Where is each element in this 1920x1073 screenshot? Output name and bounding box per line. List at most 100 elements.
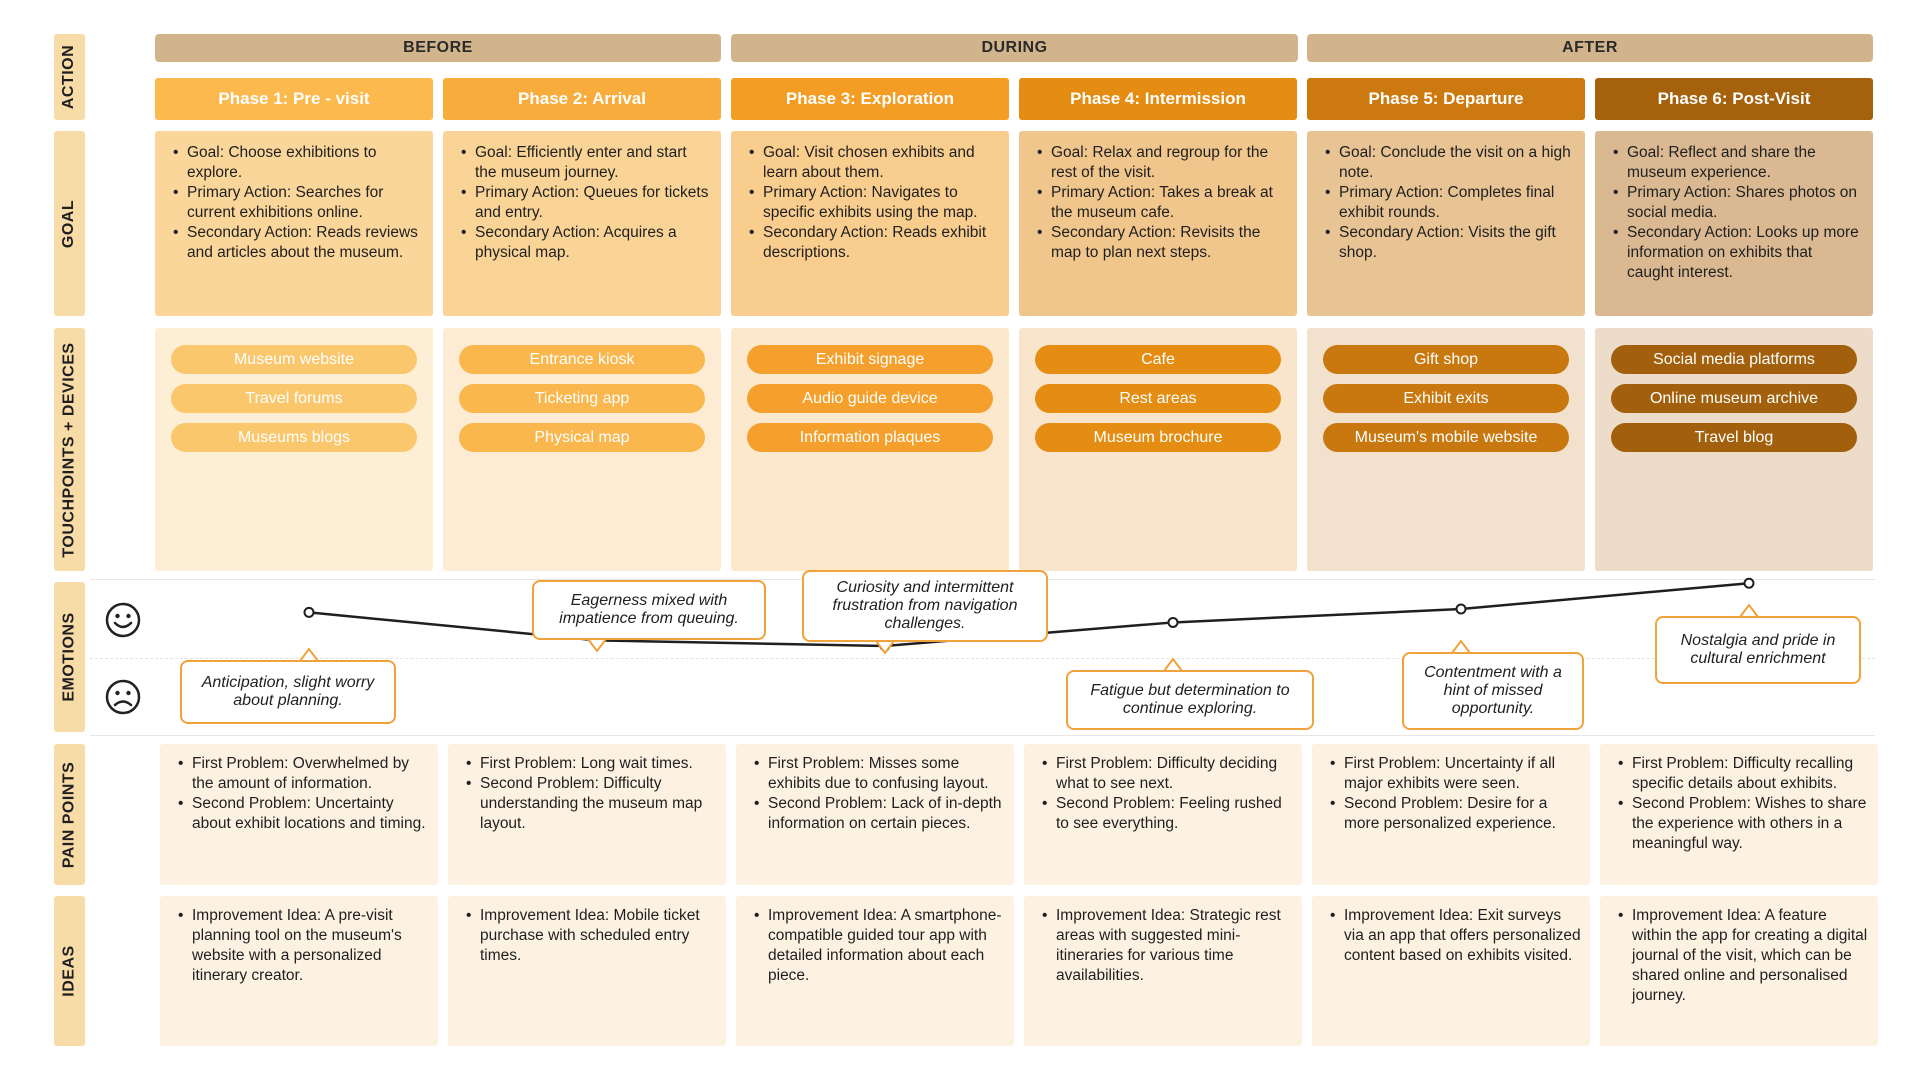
goal-item: Primary Action: Takes a break at the mus… [1033,183,1287,223]
goal-card-5: Goal: Conclude the visit on a high note.… [1307,131,1585,316]
ideas-card-4: Improvement Idea: Strategic rest areas w… [1024,896,1302,1046]
emotion-mid-divider [90,658,1875,659]
goal-card-4: Goal: Relax and regroup for the rest of … [1019,131,1297,316]
goal-card-3: Goal: Visit chosen exhibits and learn ab… [731,131,1009,316]
touchpoint-pill: Social media platforms [1611,345,1857,374]
touchpoint-pill: Travel forums [171,384,417,413]
pain-point-item: Second Problem: Difficulty understanding… [462,774,718,834]
pain-points-card-2: First Problem: Long wait times.Second Pr… [448,744,726,885]
emotion-point-3 [879,640,891,652]
goal-item: Primary Action: Shares photos on social … [1609,183,1863,223]
touchpoint-pill: Museum website [171,345,417,374]
phase-header-3: Phase 3: Exploration [731,78,1009,120]
goal-item: Secondary Action: Reads exhibit descript… [745,223,999,263]
pain-point-item: First Problem: Difficulty deciding what … [1038,754,1294,794]
goal-item: Secondary Action: Looks up more informat… [1609,223,1863,283]
ideas-card-2: Improvement Idea: Mobile ticket purchase… [448,896,726,1046]
pain-point-item: First Problem: Long wait times. [462,754,718,774]
pain-point-item: Second Problem: Uncertainty about exhibi… [174,794,430,834]
goal-item: Primary Action: Navigates to specific ex… [745,183,999,223]
pain-points-card-4: First Problem: Difficulty deciding what … [1024,744,1302,885]
row-label-goal: GOAL [54,131,85,316]
goal-item: Goal: Efficiently enter and start the mu… [457,143,711,183]
touchpoint-pill: Information plaques [747,423,993,452]
pain-point-item: Second Problem: Desire for a more person… [1326,794,1582,834]
pain-points-card-3: First Problem: Misses some exhibits due … [736,744,1014,885]
touchpoint-pill: Travel blog [1611,423,1857,452]
pain-points-card-1: First Problem: Overwhelmed by the amount… [160,744,438,885]
idea-item: Improvement Idea: Strategic rest areas w… [1038,906,1294,986]
pain-point-item: First Problem: Difficulty recalling spec… [1614,754,1870,794]
emotion-point-4 [1167,616,1179,628]
touchpoint-pill: Museums blogs [171,423,417,452]
row-label-touchpoints: TOUCHPOINTS + DEVICES [54,328,85,571]
goal-item: Goal: Relax and regroup for the rest of … [1033,143,1287,183]
stage-during: DURING [731,34,1298,62]
row-label-pain-points: PAIN POINTS [54,744,85,885]
row-label-emotions: EMOTIONS [54,582,85,732]
touchpoint-pill: Entrance kiosk [459,345,705,374]
touchpoint-pill: Physical map [459,423,705,452]
goal-card-1: Goal: Choose exhibitions to explore.Prim… [155,131,433,316]
touchpoint-pill: Exhibit signage [747,345,993,374]
emotion-point-5 [1455,603,1467,615]
phase-header-1: Phase 1: Pre - visit [155,78,433,120]
pain-points-card-5: First Problem: Uncertainty if all major … [1312,744,1590,885]
pain-point-item: Second Problem: Lack of in-depth informa… [750,794,1006,834]
pain-point-item: Second Problem: Feeling rushed to see ev… [1038,794,1294,834]
stage-after: AFTER [1307,34,1873,62]
idea-item: Improvement Idea: A pre-visit planning t… [174,906,430,986]
phase-header-2: Phase 2: Arrival [443,78,721,120]
emotion-callout-6: Nostalgia and pride in cultural enrichme… [1655,616,1861,684]
pain-point-item: First Problem: Overwhelmed by the amount… [174,754,430,794]
pain-point-item: Second Problem: Wishes to share the expe… [1614,794,1870,854]
frowning-face-icon [105,679,141,715]
goal-item: Secondary Action: Reads reviews and arti… [169,223,423,263]
ideas-card-1: Improvement Idea: A pre-visit planning t… [160,896,438,1046]
goal-item: Goal: Choose exhibitions to explore. [169,143,423,183]
emotion-callout-4: Fatigue but determination to continue ex… [1066,670,1314,730]
emotion-point-1 [303,606,315,618]
goal-item: Secondary Action: Acquires a physical ma… [457,223,711,263]
goal-item: Primary Action: Completes final exhibit … [1321,183,1575,223]
idea-item: Improvement Idea: Exit surveys via an ap… [1326,906,1582,966]
phase-header-4: Phase 4: Intermission [1019,78,1297,120]
touchpoint-pill: Cafe [1035,345,1281,374]
pain-points-card-6: First Problem: Difficulty recalling spec… [1600,744,1878,885]
touchpoint-pill: Museum's mobile website [1323,423,1569,452]
idea-item: Improvement Idea: Mobile ticket purchase… [462,906,718,966]
goal-item: Goal: Conclude the visit on a high note. [1321,143,1575,183]
idea-item: Improvement Idea: A smartphone-compatibl… [750,906,1006,986]
idea-item: Improvement Idea: A feature within the a… [1614,906,1870,1006]
emotion-callout-2: Eagerness mixed with impatience from que… [532,580,766,640]
goal-item: Goal: Reflect and share the museum exper… [1609,143,1863,183]
smiley-face-icon [105,602,141,638]
pain-point-item: First Problem: Misses some exhibits due … [750,754,1006,794]
phase-header-6: Phase 6: Post-Visit [1595,78,1873,120]
ideas-card-3: Improvement Idea: A smartphone-compatibl… [736,896,1014,1046]
callout-pointer [875,640,895,655]
phase-header-5: Phase 5: Departure [1307,78,1585,120]
goal-item: Goal: Visit chosen exhibits and learn ab… [745,143,999,183]
ideas-card-6: Improvement Idea: A feature within the a… [1600,896,1878,1046]
callout-pointer [587,638,607,653]
row-label-action: ACTION [54,34,85,120]
emotion-callout-5: Contentment with a hint of missed opport… [1402,652,1584,730]
touchpoint-pill: Online museum archive [1611,384,1857,413]
touchpoint-pill: Ticketing app [459,384,705,413]
ideas-card-5: Improvement Idea: Exit surveys via an ap… [1312,896,1590,1046]
stage-before: BEFORE [155,34,721,62]
goal-card-6: Goal: Reflect and share the museum exper… [1595,131,1873,316]
touchpoint-pill: Audio guide device [747,384,993,413]
emotion-callout-1: Anticipation, slight worry about plannin… [180,660,396,724]
touchpoint-pill: Rest areas [1035,384,1281,413]
emotion-bottom-divider [90,735,1875,736]
touchpoint-pill: Exhibit exits [1323,384,1569,413]
emotion-callout-3: Curiosity and intermittent frustration f… [802,570,1048,642]
